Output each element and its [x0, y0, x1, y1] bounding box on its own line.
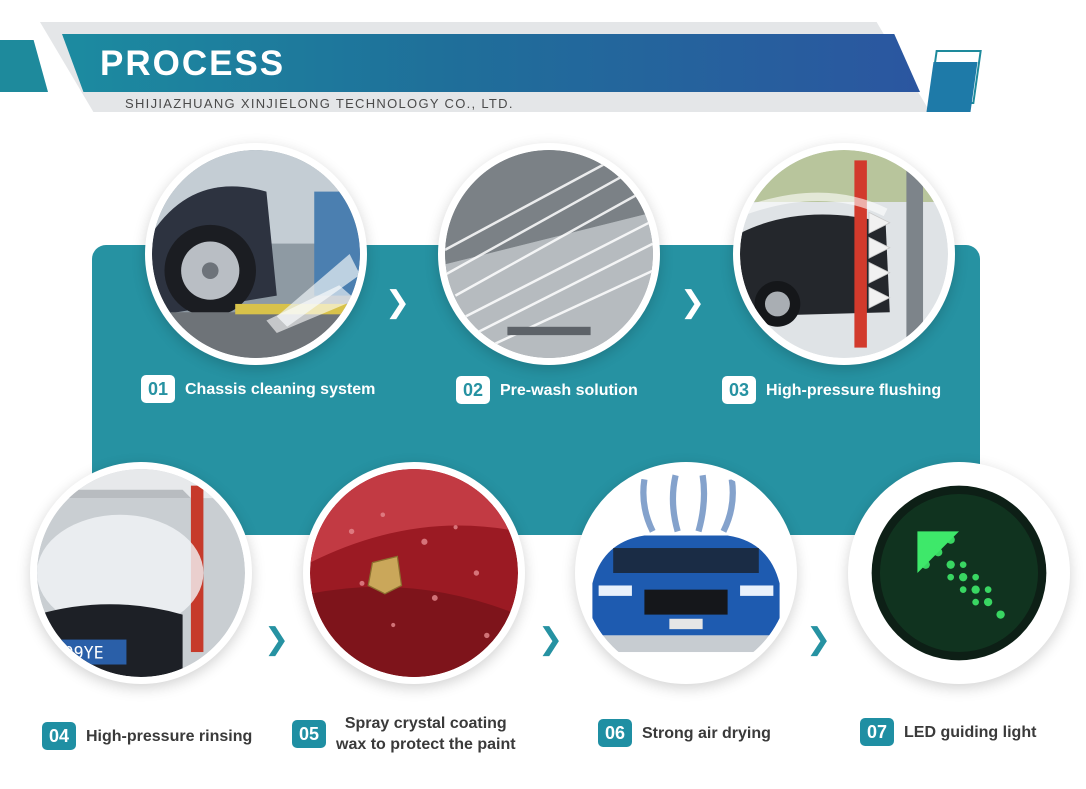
chevron-right-icon: ❯	[264, 623, 290, 656]
step-number-badge: 01	[141, 375, 175, 403]
step-07-image	[848, 462, 1070, 684]
car-front-rinse-mist-image: 899YE	[37, 469, 245, 677]
step-title-line-1: Spray crystal coating	[344, 715, 507, 732]
step-02-label: 02 Pre-wash solution	[456, 376, 638, 404]
step-number-badge: 06	[598, 719, 632, 747]
step-05-label: 05 Spray crystal coating wax to protect …	[292, 713, 516, 755]
header-blue-band	[62, 34, 920, 92]
company-name: SHIJIAZHUANG XINJIELONG TECHNOLOGY CO., …	[125, 96, 514, 111]
step-number-badge: 04	[42, 722, 76, 750]
step-06-image	[575, 462, 797, 684]
header-left-accent	[0, 40, 48, 92]
step-title: High-pressure rinsing	[86, 727, 253, 745]
chevron-right-icon: ❯	[385, 286, 411, 319]
step-05-image	[303, 462, 525, 684]
step-number-badge: 07	[860, 718, 894, 746]
water-jets-spray-image	[445, 150, 653, 358]
step-title: High-pressure flushing	[766, 381, 942, 399]
step-number-badge: 05	[292, 720, 326, 748]
chevron-right-icon: ❯	[680, 286, 706, 319]
step-07-label: 07 LED guiding light	[860, 718, 1036, 746]
chevron-right-icon: ❯	[806, 623, 832, 656]
step-title: Spray crystal coating wax to protect the…	[336, 713, 516, 755]
step-01-label: 01 Chassis cleaning system	[141, 375, 375, 403]
step-04-image: 899YE	[30, 462, 252, 684]
step-03-label: 03 High-pressure flushing	[722, 376, 941, 404]
blue-car-air-dry-image	[582, 469, 790, 677]
chevron-right-icon: ❯	[538, 623, 564, 656]
car-side-wash-arch-image	[740, 150, 948, 358]
step-04-label: 04 High-pressure rinsing	[42, 722, 252, 750]
step-01-image	[145, 143, 367, 365]
step-title-line-2: wax to protect the paint	[336, 736, 516, 753]
green-led-arrow-light-image	[855, 469, 1063, 677]
car-wheel-underbody-spray-image	[152, 150, 360, 358]
red-car-hood-wax-image	[310, 469, 518, 677]
step-02-image	[438, 143, 660, 365]
step-title: Strong air drying	[642, 724, 771, 742]
step-title: LED guiding light	[904, 723, 1037, 741]
license-plate-text: 899YE	[54, 643, 104, 662]
step-number-badge: 02	[456, 376, 490, 404]
page-title: PROCESS	[100, 44, 286, 83]
step-06-label: 06 Strong air drying	[598, 719, 771, 747]
step-title: Chassis cleaning system	[185, 380, 376, 398]
step-title: Pre-wash solution	[500, 381, 638, 399]
step-03-image	[733, 143, 955, 365]
step-number-badge: 03	[722, 376, 756, 404]
header-right-fill-accent	[926, 62, 978, 112]
